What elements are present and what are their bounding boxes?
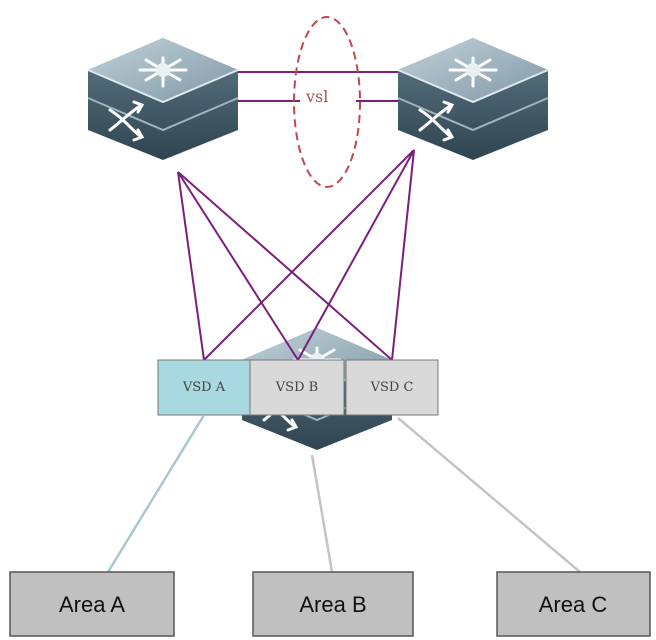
layer3-switch-icon: [396, 36, 550, 162]
area-c-box: Area C: [496, 571, 651, 637]
area-c-label: Area C: [539, 592, 608, 617]
area-b-box: Area B: [252, 571, 414, 637]
layer3-switch-icon: [86, 36, 240, 162]
vsl-ellipse: [293, 16, 361, 188]
vsd-c-box: VSD C: [345, 359, 439, 416]
vsd-b-label: VSD B: [275, 380, 318, 395]
area-a-box: Area A: [9, 571, 175, 637]
vsd-a-box: VSD A: [157, 359, 251, 416]
uplinks: [177, 149, 415, 361]
vsl-label: vsl: [305, 87, 328, 106]
downlinks: [106, 414, 581, 573]
core-switch-left: [86, 36, 240, 162]
vsd-c-label: VSD C: [370, 380, 414, 395]
core-switch-right: [396, 36, 550, 162]
area-b-label: Area B: [299, 592, 366, 617]
vsd-b-box: VSD B: [249, 359, 345, 416]
vsd-a-label: VSD A: [182, 380, 226, 395]
area-a-label: Area A: [59, 592, 125, 617]
